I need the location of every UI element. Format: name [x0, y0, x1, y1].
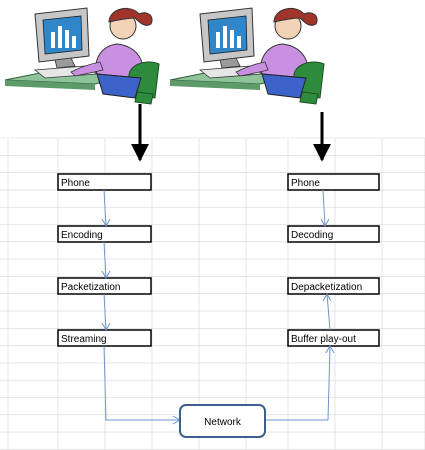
sender-step-streaming: Streaming	[57, 329, 152, 347]
receiver-pipeline: Phone Decoding Depacketization Buffer pl…	[287, 173, 380, 347]
sender-step-label: Phone	[61, 178, 90, 189]
sender-step-packetization: Packetization	[57, 277, 152, 295]
receiver-step-label: Decoding	[291, 230, 333, 241]
flow-arrow	[101, 189, 111, 228]
sender-flow-arrows	[101, 189, 111, 332]
arrowhead	[325, 344, 335, 354]
sender-pipeline: Phone Encoding Packetization Streaming	[57, 173, 152, 347]
receiver-flow-arrows	[320, 189, 332, 331]
flow-arrow	[101, 241, 111, 280]
flow-arrow	[265, 345, 331, 421]
sender-step-label: Packetization	[61, 282, 120, 293]
sender-step-label: Streaming	[61, 334, 107, 345]
receiver-step-label: Depacketization	[291, 282, 362, 293]
receiver-step-label: Buffer play-out	[291, 334, 356, 345]
sender-step-phone: Phone	[57, 173, 152, 191]
receiver-step-phone: Phone	[287, 173, 380, 191]
flow-arrow	[103, 345, 180, 421]
flow-arrow	[320, 189, 330, 228]
receiver-step-decoding: Decoding	[287, 225, 380, 243]
sender-step-label: Encoding	[61, 230, 103, 241]
sender-step-encoding: Encoding	[57, 225, 152, 243]
user-at-computer-icon	[4, 7, 160, 105]
flow-arrow	[322, 292, 332, 331]
receiver-step-buffer-playout: Buffer play-out	[287, 329, 380, 347]
network-node: Network	[179, 404, 266, 438]
receiver-step-depacketization: Depacketization	[287, 277, 380, 295]
user-at-computer-icon	[169, 7, 325, 105]
flow-arrow	[101, 293, 111, 332]
network-label: Network	[204, 417, 242, 428]
receiver-step-label: Phone	[291, 178, 320, 189]
